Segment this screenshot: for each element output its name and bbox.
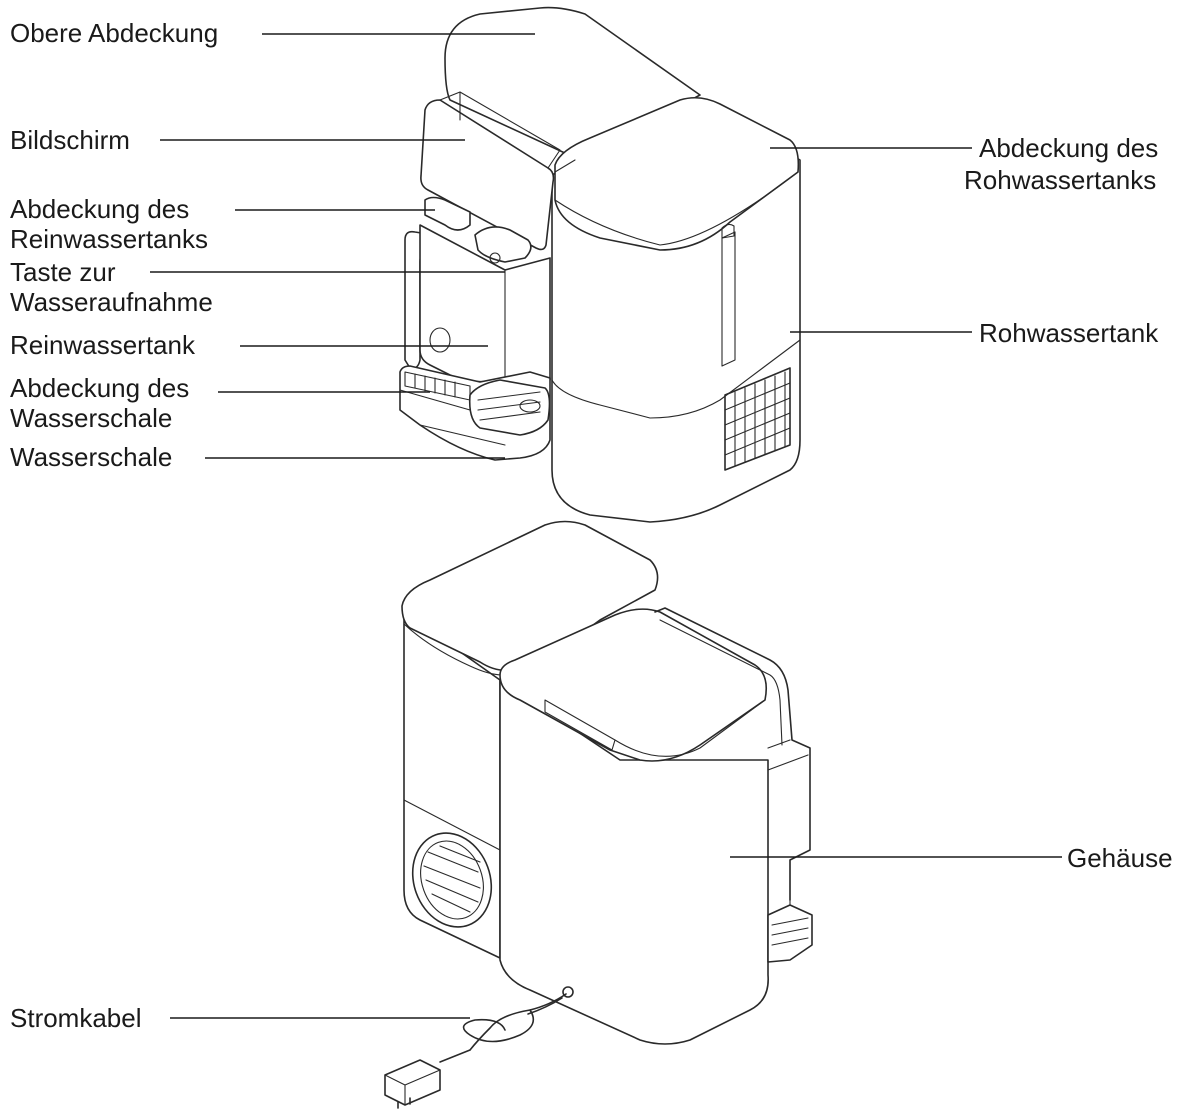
label-top-cover: Obere Abdeckung (10, 18, 219, 48)
leader-lines (150, 33, 1062, 1019)
front-view-appliance (399, 6, 801, 523)
label-tray: Wasserschale (10, 442, 173, 472)
label-pure-tank-cover-line1: Abdeckung des (10, 194, 190, 224)
tray-grid (404, 371, 551, 436)
label-tray-cover-line2: Wasserschale (10, 403, 173, 433)
label-raw-tank-cover-line1: Abdeckung des (979, 133, 1159, 163)
label-screen: Bildschirm (10, 125, 130, 155)
power-cable (384, 986, 574, 1109)
label-raw-tank: Rohwassertank (979, 318, 1159, 348)
label-pure-tank-cover-line2: Reinwassertanks (10, 224, 208, 254)
label-power-cable: Stromkabel (10, 1003, 142, 1033)
vent-grille (724, 367, 791, 471)
label-pure-tank: Reinwassertank (10, 330, 195, 360)
label-housing: Gehäuse (1067, 843, 1173, 873)
label-intake-button-line2: Wasseraufnahme (10, 287, 213, 317)
label-raw-tank-cover-line2: Rohwassertanks (964, 165, 1157, 195)
label-tray-cover-line1: Abdeckung des (10, 373, 190, 403)
back-view-appliance (384, 520, 813, 1109)
label-intake-button-line1: Taste zur (10, 257, 116, 287)
round-vent (411, 832, 493, 928)
